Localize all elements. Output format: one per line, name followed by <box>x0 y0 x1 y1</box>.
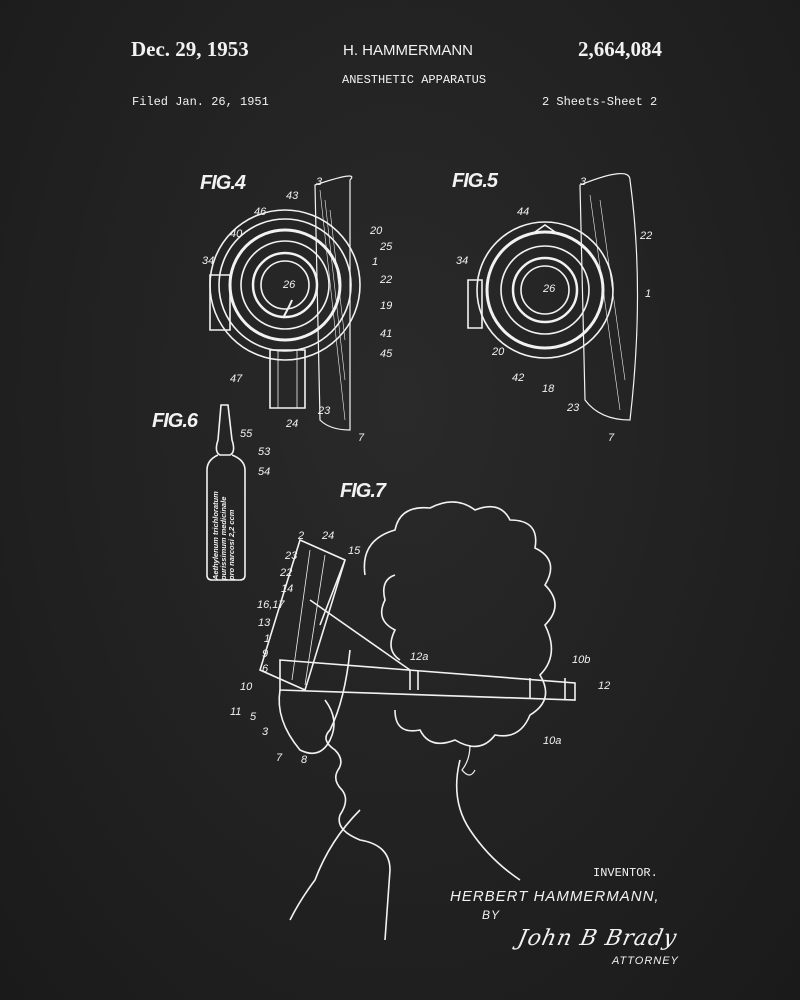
patent-number: 2,664,084 <box>578 37 662 61</box>
fig7-reference-numeral: 5 <box>250 711 257 723</box>
fig7-reference-numeral: 12 <box>598 680 611 692</box>
fig7-reference-numeral: 2 <box>298 530 305 542</box>
fig4-reference-numeral: 22 <box>380 274 393 286</box>
fig6-reference-numeral: 55 <box>240 428 253 440</box>
ampoule-text-line: pro narcosi 2,2 ccm <box>227 509 236 580</box>
fig4-reference-numeral: 34 <box>202 255 215 267</box>
fig7-reference-numeral: 11 <box>230 706 242 718</box>
fig7-reference-numeral: 7 <box>276 752 283 764</box>
fig5-label: FIG.5 <box>452 170 498 192</box>
fig4-reference-numeral: 7 <box>358 432 365 444</box>
fig4-reference-numeral: 19 <box>380 300 393 312</box>
fig5-mask-drawing <box>467 173 639 421</box>
fig7-reference-numeral: 24 <box>322 530 335 542</box>
fig4-reference-numeral: 20 <box>370 225 383 237</box>
fig5-reference-numeral: 1 <box>645 288 652 300</box>
fig4-reference-numeral: 40 <box>230 228 243 240</box>
fig5-reference-numeral: 34 <box>456 255 469 267</box>
fig4-reference-numeral: 26 <box>283 279 296 291</box>
attorney-label: ATTORNEY <box>612 955 679 967</box>
fig6-reference-numeral: 53 <box>258 446 271 458</box>
fig7-reference-numeral: 6 <box>262 663 269 675</box>
fig5-reference-numeral: 44 <box>517 206 530 218</box>
fig4-reference-numeral: 43 <box>286 190 299 202</box>
fig5-reference-numeral: 20 <box>492 346 505 358</box>
fig4-mask-drawing <box>209 175 361 431</box>
fig7-reference-numeral: 12a <box>410 651 429 663</box>
fig7-reference-numeral: 9 <box>262 648 269 660</box>
fig4-reference-numeral: 23 <box>318 405 331 417</box>
fig7-reference-numeral: 14 <box>281 583 294 595</box>
ampoule-label: Aethylenum trichloratum purissimum medic… <box>211 470 238 580</box>
fig7-reference-numeral: 15 <box>348 545 361 557</box>
fig7-reference-numeral: 10 <box>240 681 253 693</box>
fig7-reference-numeral: 16,17 <box>257 599 285 611</box>
fig6-reference-numeral: 54 <box>258 466 271 478</box>
fig7-reference-numeral: 8 <box>301 754 308 766</box>
attorney-signature: John B Brady <box>515 926 680 951</box>
fig4-reference-numeral: 3 <box>316 176 323 188</box>
fig5-reference-numeral: 22 <box>640 230 653 242</box>
fig7-reference-numeral: 10b <box>572 654 591 666</box>
fig4-reference-numeral: 24 <box>286 418 299 430</box>
fig7-reference-numeral: 3 <box>262 726 269 738</box>
fig7-reference-numeral: 23 <box>285 550 298 562</box>
by-label: BY <box>482 908 501 922</box>
fig7-reference-numeral: 13 <box>258 617 271 629</box>
filed-date: Filed Jan. 26, 1951 <box>132 95 269 109</box>
fig5-reference-numeral: 26 <box>543 283 556 295</box>
inventor-label: INVENTOR. <box>593 866 658 880</box>
fig5-reference-numeral: 18 <box>542 383 555 395</box>
fig7-reference-numeral: 10a <box>543 735 562 747</box>
fig4-reference-numeral: 46 <box>254 206 267 218</box>
fig4-label: FIG.4 <box>200 172 246 194</box>
fig4-reference-numeral: 47 <box>230 373 243 385</box>
fig7-label: FIG.7 <box>340 480 386 502</box>
patent-date: Dec. 29, 1953 <box>131 37 249 61</box>
fig7-reference-numeral: 22 <box>280 567 293 579</box>
fig5-reference-numeral: 42 <box>512 372 525 384</box>
fig6-label: FIG.6 <box>152 410 198 432</box>
fig7-reference-numeral: 1 <box>264 633 271 645</box>
inventor-header: H. HAMMERMANN <box>343 42 473 59</box>
fig7-head-drawing <box>259 501 576 941</box>
fig6-ampoule-drawing <box>206 404 246 581</box>
fig4-reference-numeral: 45 <box>380 348 393 360</box>
fig4-reference-numeral: 41 <box>380 328 393 340</box>
fig5-reference-numeral: 23 <box>567 402 580 414</box>
sheet-info: 2 Sheets-Sheet 2 <box>542 95 658 109</box>
inventor-name: HERBERT HAMMERMANN, <box>450 888 660 905</box>
fig5-reference-numeral: 3 <box>580 176 587 188</box>
fig5-reference-numeral: 7 <box>608 432 615 444</box>
fig4-reference-numeral: 1 <box>372 256 379 268</box>
patent-title: ANESTHETIC APPARATUS <box>342 73 487 87</box>
fig4-reference-numeral: 25 <box>380 241 393 253</box>
